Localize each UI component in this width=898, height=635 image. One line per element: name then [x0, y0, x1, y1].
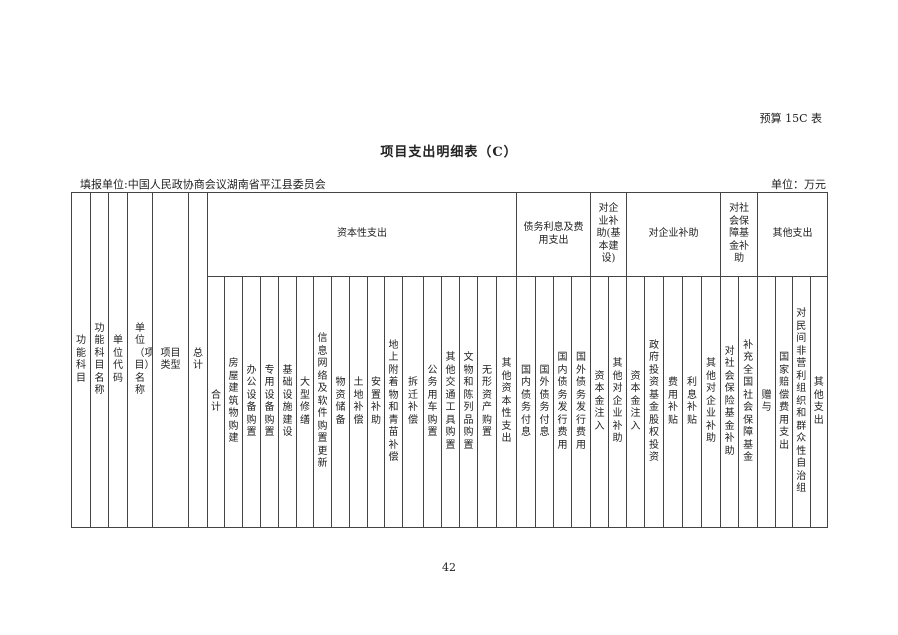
header-left-4: 项目类型 — [152, 192, 189, 528]
column-header: 土地补偿 — [349, 276, 368, 528]
column-header: 资本金注入 — [590, 276, 609, 528]
column-header: 对社会保险基金补助 — [720, 276, 740, 528]
column-label: 办公设备购置 — [246, 364, 257, 439]
column-header: 公务用车购置 — [423, 276, 442, 528]
group-label: 资本性支出 — [337, 228, 387, 240]
column-label: 资本金注入 — [594, 370, 605, 432]
column-label: 安置补助 — [371, 377, 381, 426]
group-header: 债务利息及费用支出 — [516, 192, 591, 277]
column-header: 拆迁补偿 — [402, 276, 424, 528]
header-label: 单位（项目）名称 — [134, 322, 153, 397]
column-header: 资本金注入 — [626, 276, 645, 528]
column-header: 大型修缮 — [296, 276, 314, 528]
header-label: 功能科目名称 — [94, 322, 105, 397]
column-header: 补充全国社会保障基金 — [738, 276, 759, 528]
column-label: 信息网络及软件购置更新 — [317, 333, 328, 470]
column-label: 专用设备购置 — [264, 364, 275, 439]
column-header: 国家赔偿费用支出 — [775, 276, 794, 528]
group-label: 债务利息及费用支出 — [523, 222, 584, 246]
reporting-unit: 填报单位:中国人民政协商会议湖南省平江县委员会 — [80, 178, 326, 191]
header-left-3: 单位（项目）名称 — [127, 192, 153, 528]
column-label: 国外债务付息 — [539, 364, 550, 439]
column-header: 无形资产购置 — [477, 276, 497, 528]
column-label: 补充全国社会保障基金 — [743, 339, 754, 464]
column-label: 对民间非营利组织和群众性自治组 — [796, 308, 807, 495]
column-label: 国家赔偿费用支出 — [779, 352, 790, 451]
column-header: 信息网络及软件购置更新 — [313, 276, 332, 528]
column-label: 其他对企业补助 — [612, 358, 623, 445]
column-label: 基础设施建设 — [282, 364, 293, 439]
header-left-0: 功能科目 — [71, 192, 91, 528]
group-label: 其他支出 — [772, 228, 813, 240]
column-header: 办公设备购置 — [242, 276, 261, 528]
column-label: 国内债务发行费用 — [557, 352, 568, 451]
column-label: 文物和陈列品购置 — [463, 352, 474, 451]
column-label: 合计 — [211, 389, 221, 414]
form-code: 预算 15C 表 — [759, 112, 822, 125]
column-header: 地上附着物和青苗补偿 — [384, 276, 403, 528]
column-label: 赠与 — [761, 389, 772, 414]
column-label: 物资储备 — [335, 377, 346, 426]
group-header: 对企业补助(基本建设) — [590, 192, 627, 277]
column-header: 政府投资基金股权投资 — [644, 276, 664, 528]
header-left-1: 功能科目名称 — [90, 192, 109, 528]
column-header: 国外债务付息 — [535, 276, 554, 528]
column-header: 房屋建筑物购建 — [224, 276, 243, 528]
column-label: 其他对企业补助 — [706, 358, 717, 445]
column-label: 对社会保险基金补助 — [724, 345, 735, 457]
column-label: 国内债务付息 — [521, 364, 531, 439]
column-header: 对民间非营利组织和群众性自治组 — [792, 276, 811, 528]
group-header: 资本性支出 — [207, 192, 517, 277]
header-left-2: 单位代码 — [108, 192, 128, 528]
column-label: 其他支出 — [813, 377, 824, 426]
column-header: 国外债务发行费用 — [571, 276, 591, 528]
page-title: 项目支出明细表（C） — [380, 145, 518, 160]
column-header: 其他对企业补助 — [608, 276, 627, 528]
column-header: 文物和陈列品购置 — [459, 276, 478, 528]
project-expenditure-table: 功能科目功能科目名称单位代码 单位（项目）名称项目类型总计 资本性支出 债务利息及费用… — [71, 192, 829, 528]
header-label: 总计 — [193, 347, 203, 372]
column-label: 其他交通工具购置 — [445, 352, 456, 451]
column-header: 其他对企业补助 — [700, 276, 722, 528]
column-label: 无形资产购置 — [482, 364, 492, 439]
column-label: 利息补贴 — [687, 377, 697, 426]
group-header: 其他支出 — [757, 192, 828, 277]
group-label: 对企业补助(基本建设) — [596, 203, 621, 265]
column-header: 基础设施建设 — [278, 276, 297, 528]
header-label: 功能科目 — [76, 335, 86, 384]
column-header: 合计 — [207, 276, 225, 528]
column-header: 其他资本性支出 — [496, 276, 517, 528]
column-header: 物资储备 — [331, 276, 350, 528]
column-header: 赠与 — [757, 276, 777, 528]
group-header: 对社会保障基金补助 — [720, 192, 759, 277]
column-label: 土地补偿 — [353, 377, 364, 426]
column-label: 资本金注入 — [630, 370, 641, 432]
column-label: 拆迁补偿 — [408, 377, 418, 426]
page-number: 42 — [442, 561, 456, 574]
column-label: 地上附着物和青苗补偿 — [388, 339, 399, 464]
column-label: 国外债务发行费用 — [576, 352, 586, 451]
column-header: 专用设备购置 — [260, 276, 279, 528]
column-label: 其他资本性支出 — [501, 358, 512, 445]
column-header: 费用补贴 — [663, 276, 683, 528]
group-header: 对企业补助 — [625, 192, 722, 277]
column-header: 国内债务付息 — [516, 276, 536, 528]
header-left-5: 总计 — [188, 192, 208, 528]
column-label: 政府投资基金股权投资 — [649, 339, 659, 464]
column-label: 费用补贴 — [668, 377, 678, 426]
column-header: 其他交通工具购置 — [441, 276, 460, 528]
column-label: 大型修缮 — [300, 377, 310, 426]
column-label: 公务用车购置 — [427, 364, 438, 439]
header-label: 项目类型 — [160, 347, 181, 372]
group-label: 对社会保障基金补助 — [729, 203, 750, 265]
column-header: 其他支出 — [809, 276, 829, 528]
column-header: 安置补助 — [367, 276, 385, 528]
group-label: 对企业补助 — [648, 228, 699, 240]
header-label: 单位代码 — [113, 335, 123, 384]
column-header: 利息补贴 — [682, 276, 702, 528]
column-label: 房屋建筑物购建 — [228, 358, 239, 445]
currency-unit: 单位：万元 — [771, 178, 826, 191]
column-header: 国内债务发行费用 — [553, 276, 572, 528]
